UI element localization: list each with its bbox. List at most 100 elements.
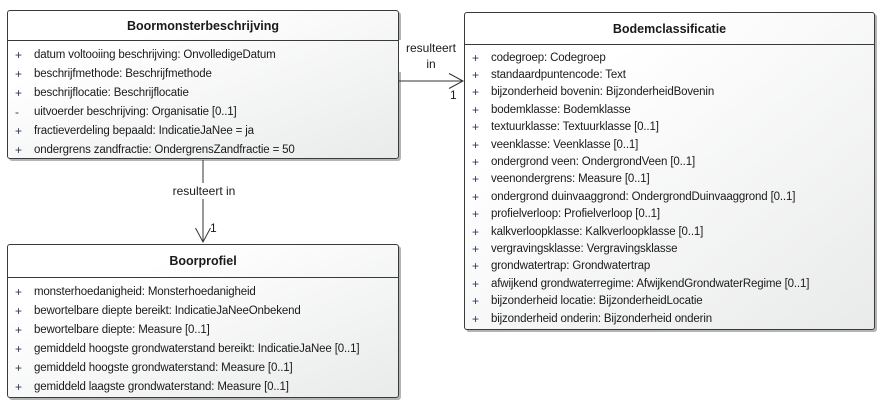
attribute-text: bijzonderheid onderin: Bijzonderheid ond… [491, 312, 713, 325]
attribute-row: + veenondergrens: Measure [0..1] [465, 171, 874, 188]
attribute-text: bijzonderheid locatie: BijzonderheidLoca… [491, 295, 703, 308]
visibility-symbol: + [15, 47, 23, 62]
visibility-symbol: + [15, 142, 23, 157]
visibility-symbol: + [15, 123, 23, 138]
attribute-text: vergravingsklasse: Vergravingsklasse [491, 242, 678, 255]
attribute-row: + vergravingsklasse: Vergravingsklasse [465, 240, 874, 257]
attribute-text: gemiddeld hoogste grondwaterstand: Measu… [34, 361, 293, 374]
attribute-text: textuurklasse: Textuurklasse [0..1] [491, 121, 659, 134]
visibility-symbol: + [15, 379, 23, 394]
attribute-text: monsterhoedanigheid: Monsterhoedanigheid [34, 285, 256, 298]
open-arrowhead-icon [448, 73, 465, 89]
attribute-text: gemiddeld hoogste grondwaterstand bereik… [34, 342, 360, 355]
association-resulteert-in-boorprofiel[interactable] [195, 160, 211, 244]
class-header: Boormonsterbeschrijving [8, 11, 398, 41]
visibility-symbol: + [15, 341, 23, 356]
class-attributes: + codegroep: Codegroep + standaardpunten… [465, 45, 874, 327]
attribute-text: fractieverdeling bepaald: IndicatieJaNee… [34, 124, 254, 137]
attribute-row: + bijzonderheid onderin: Bijzonderheid o… [465, 310, 874, 327]
visibility-symbol: + [472, 224, 480, 239]
attribute-text: gemiddeld laagste grondwaterstand: Measu… [34, 380, 289, 393]
visibility-symbol: + [472, 259, 480, 274]
attribute-text: uitvoerder beschrijving: Organisatie [0.… [34, 105, 237, 118]
attribute-text: codegroep: Codegroep [491, 51, 606, 64]
attribute-text: afwijkend grondwaterregime: AfwijkendGro… [491, 277, 810, 290]
attribute-text: veenklasse: Veenklasse [0..1] [491, 138, 639, 151]
visibility-symbol: + [472, 276, 480, 291]
visibility-symbol: + [472, 311, 480, 326]
attribute-text: datum voltooiing beschrijving: Onvolledi… [34, 48, 276, 61]
attribute-row: + grondwatertrap: Grondwatertrap [465, 258, 874, 275]
visibility-symbol: + [15, 284, 23, 299]
visibility-symbol: + [472, 102, 480, 117]
attribute-row: + gemiddeld laagste grondwaterstand: Mea… [8, 377, 398, 396]
visibility-symbol: + [472, 50, 480, 65]
attribute-row: + beschrijflocatie: Beschrijflocatie [8, 83, 398, 102]
attribute-text: veenondergrens: Measure [0..1] [491, 173, 650, 186]
visibility-symbol: + [472, 155, 480, 170]
attribute-text: bodemklasse: Bodemklasse [491, 103, 631, 116]
attribute-text: bijzonderheid bovenin: BijzonderheidBove… [491, 86, 715, 99]
visibility-symbol: + [15, 303, 23, 318]
association-label-line2: in [426, 57, 436, 71]
attribute-row: + textuurklasse: Textuurklasse [0..1] [465, 119, 874, 136]
visibility-symbol: + [472, 207, 480, 222]
attribute-text: bewortelbare diepte bereikt: IndicatieJa… [34, 304, 301, 317]
visibility-symbol: + [472, 68, 480, 83]
class-header: Boorprofiel [8, 245, 398, 278]
attribute-row: + profielverloop: Profielverloop [0..1] [465, 206, 874, 223]
class-bodemclassificatie[interactable]: Bodemclassificatie + codegroep: Codegroe… [464, 12, 875, 330]
attribute-row: + kalkverloopklasse: Kalkverloopklasse [… [465, 223, 874, 240]
visibility-symbol: + [472, 85, 480, 100]
class-attributes: + datum voltooiing beschrijving: Onvolle… [8, 41, 398, 159]
visibility-symbol: + [472, 294, 480, 309]
attribute-row: + fractieverdeling bepaald: IndicatieJaN… [8, 121, 398, 140]
attribute-row: + bodemklasse: Bodemklasse [465, 101, 874, 118]
class-header: Bodemclassificatie [465, 13, 874, 45]
visibility-symbol: + [15, 322, 23, 337]
association-label: resulteert in [399, 40, 463, 72]
attribute-row: - uitvoerder beschrijving: Organisatie [… [8, 102, 398, 121]
multiplicity-label: 1 [450, 88, 457, 102]
visibility-symbol: + [15, 85, 23, 100]
attribute-text: ondergrens zandfractie: OndergrensZandfr… [34, 143, 295, 156]
attribute-text: profielverloop: Profielverloop [0..1] [491, 208, 660, 221]
attribute-row: + ondergrond veen: OndergrondVeen [0..1] [465, 153, 874, 170]
attribute-text: kalkverloopklasse: Kalkverloopklasse [0.… [491, 225, 704, 238]
attribute-row: + ondergrond duinvaaggrond: OndergrondDu… [465, 188, 874, 205]
attribute-row: + codegroep: Codegroep [465, 49, 874, 66]
class-title: Boorprofiel [169, 254, 237, 268]
attribute-row: + standaardpuntencode: Text [465, 66, 874, 83]
attribute-text: beschrijfmethode: Beschrijfmethode [34, 67, 212, 80]
association-label-line1: resulteert [405, 41, 457, 55]
visibility-symbol: + [472, 189, 480, 204]
class-attributes: + monsterhoedanigheid: Monsterhoedanighe… [8, 278, 398, 396]
class-boorprofiel[interactable]: Boorprofiel + monsterhoedanigheid: Monst… [7, 244, 399, 398]
attribute-row: + bewortelbare diepte: Measure [0..1] [8, 320, 398, 339]
attribute-row: + datum voltooiing beschrijving: Onvolle… [8, 45, 398, 64]
attribute-row: + bijzonderheid locatie: BijzonderheidLo… [465, 292, 874, 309]
visibility-symbol: + [15, 66, 23, 81]
attribute-row: + bijzonderheid bovenin: BijzonderheidBo… [465, 84, 874, 101]
visibility-symbol: + [472, 137, 480, 152]
attribute-row: + monsterhoedanigheid: Monsterhoedanighe… [8, 282, 398, 301]
attribute-text: bewortelbare diepte: Measure [0..1] [34, 323, 210, 336]
open-arrowhead-icon [195, 227, 211, 244]
attribute-text: standaardpuntencode: Text [491, 69, 626, 82]
attribute-row: + beschrijfmethode: Beschrijfmethode [8, 64, 398, 83]
visibility-symbol: + [472, 120, 480, 135]
multiplicity-label: 1 [210, 221, 217, 235]
attribute-row: + gemiddeld hoogste grondwaterstand: Mea… [8, 358, 398, 377]
attribute-row: + bewortelbare diepte bereikt: Indicatie… [8, 301, 398, 320]
class-title: Boormonsterbeschrijving [126, 18, 280, 33]
attribute-text: beschrijflocatie: Beschrijflocatie [34, 86, 189, 99]
attribute-text: grondwatertrap: Grondwatertrap [491, 260, 651, 273]
class-boormonsterbeschrijving[interactable]: Boormonsterbeschrijving + datum voltooii… [7, 10, 399, 159]
attribute-row: + gemiddeld hoogste grondwaterstand bere… [8, 339, 398, 358]
visibility-symbol: + [15, 360, 23, 375]
attribute-row: + afwijkend grondwaterregime: AfwijkendG… [465, 275, 874, 292]
class-title: Bodemclassificatie [612, 21, 727, 36]
association-resulteert-in-bodemclassificatie[interactable] [399, 73, 465, 89]
attribute-text: ondergrond duinvaaggrond: OndergrondDuin… [491, 190, 796, 203]
